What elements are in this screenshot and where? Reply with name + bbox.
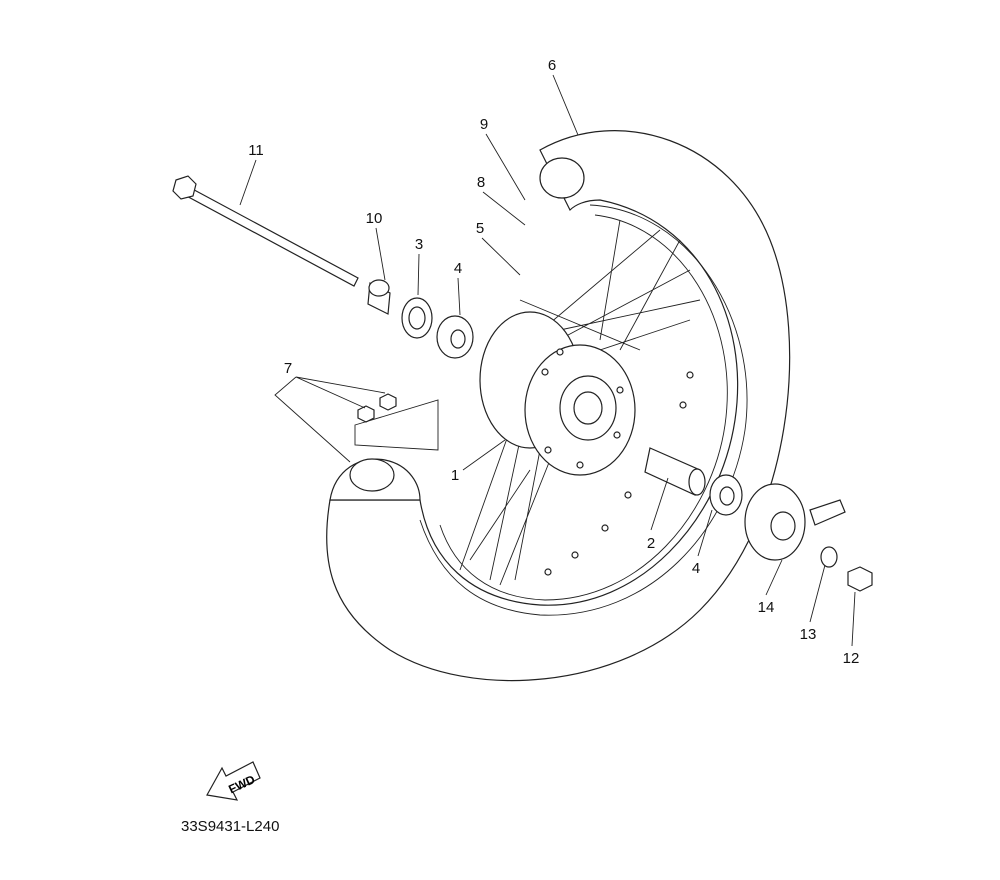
parts-right xyxy=(354,393,873,592)
tire-drawing xyxy=(326,130,791,682)
callout-13: 13 xyxy=(800,626,817,643)
callout-9: 9 xyxy=(480,116,488,133)
callout-7: 7 xyxy=(284,360,292,377)
callout-14: 14 xyxy=(758,599,775,616)
callout-4-left: 4 xyxy=(454,260,462,277)
callout-12: 12 xyxy=(843,650,860,667)
fwd-arrow-icon: FWD xyxy=(206,761,261,801)
callout-10: 10 xyxy=(366,210,383,227)
callout-3: 3 xyxy=(415,236,423,253)
parts-left xyxy=(367,279,474,359)
callout-2: 2 xyxy=(647,535,655,552)
axle-drawing xyxy=(172,175,359,287)
spokes-drawing xyxy=(459,219,701,586)
callout-1: 1 xyxy=(451,467,459,484)
callout-4-right: 4 xyxy=(692,560,700,577)
callout-11: 11 xyxy=(248,142,264,159)
leader-lines xyxy=(239,74,856,647)
callout-6: 6 xyxy=(548,57,556,74)
drawing-code: 33S9431-L240 xyxy=(181,818,279,835)
callout-8: 8 xyxy=(477,174,485,191)
callout-5: 5 xyxy=(476,220,484,237)
hub-drawing xyxy=(479,311,636,476)
